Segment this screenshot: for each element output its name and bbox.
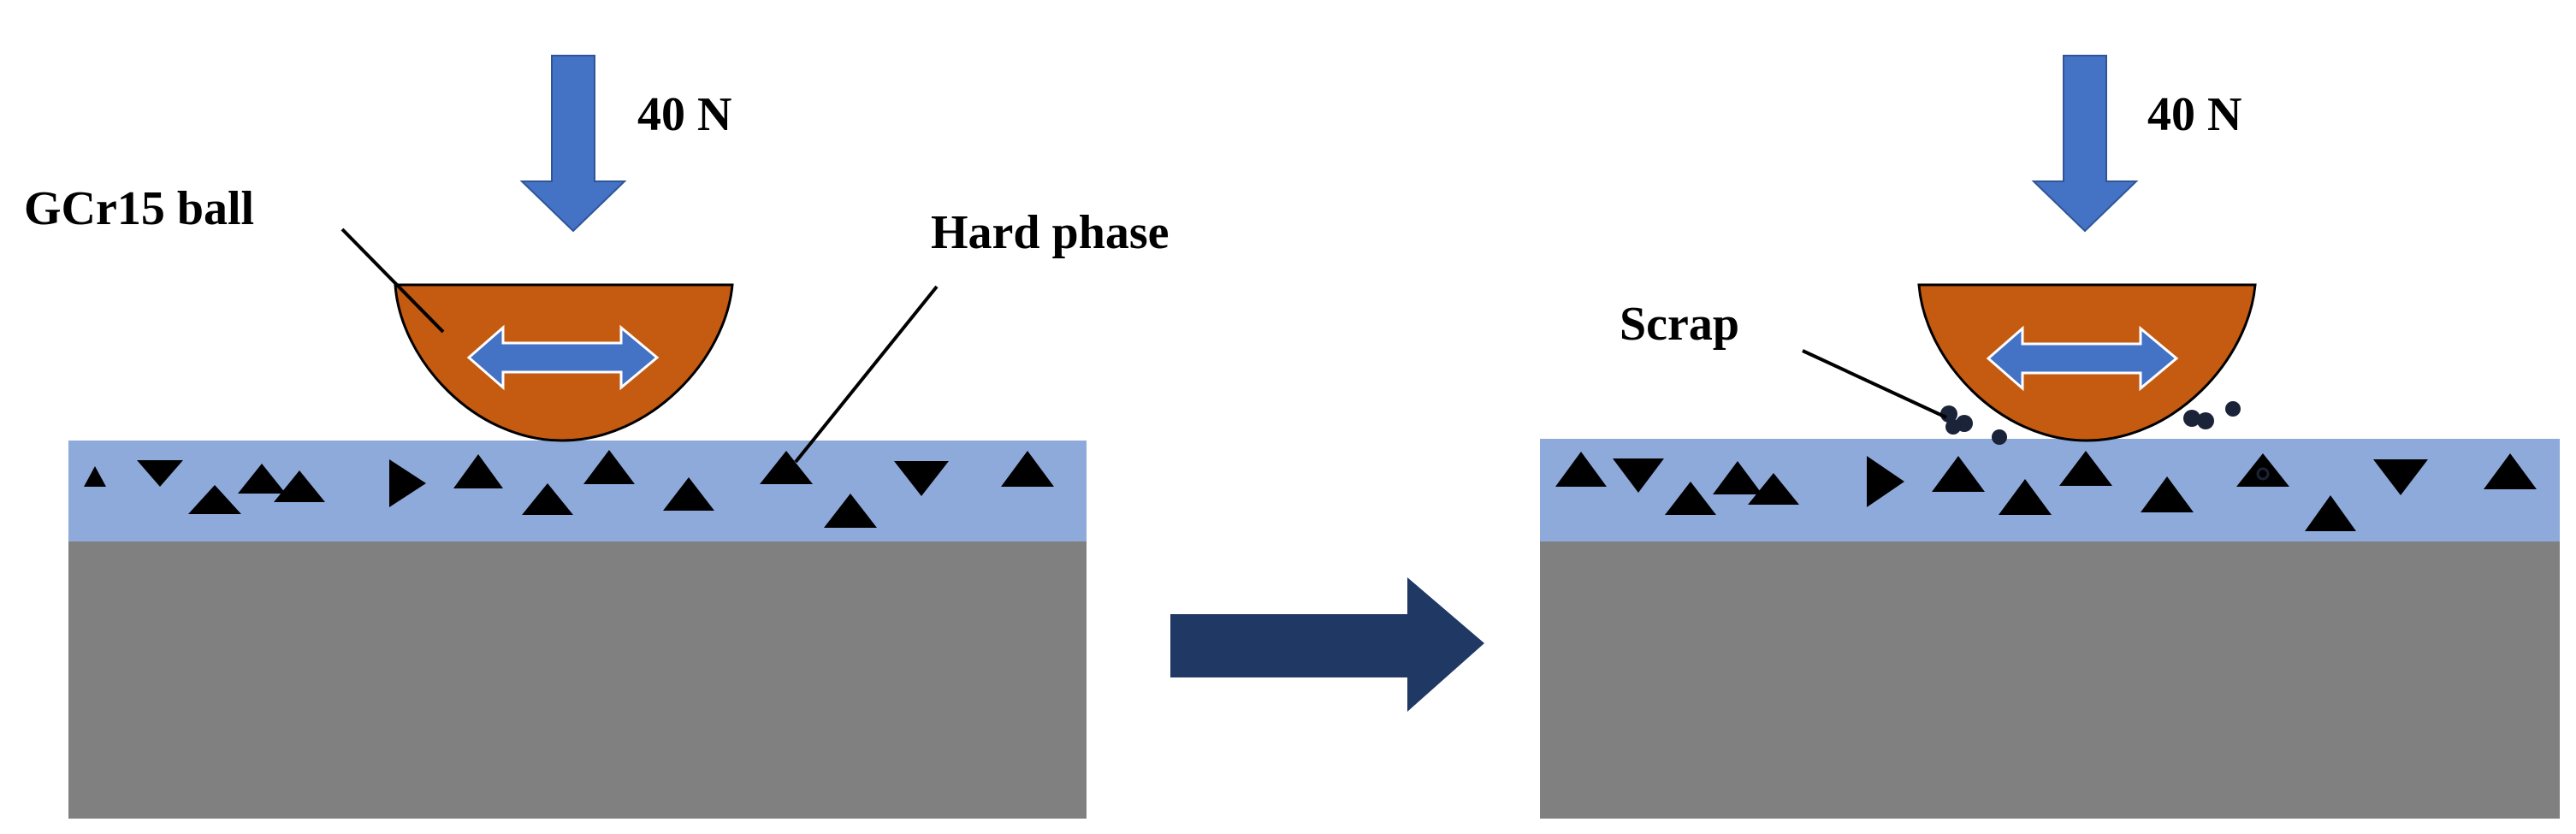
triangle-icon — [1713, 461, 1762, 494]
right-coating — [1540, 439, 2560, 541]
debris-particle — [2183, 410, 2200, 427]
double-arrow-icon — [1986, 325, 2179, 392]
right-panel: 40 N Scrap — [1540, 55, 2560, 819]
triangle-icon — [894, 461, 949, 496]
triangle-icon — [188, 485, 241, 514]
arrow-right-icon — [1170, 577, 1484, 712]
triangle-icon — [1748, 473, 1799, 505]
triangle-icon — [1999, 479, 2052, 515]
debris-particle — [2225, 401, 2241, 417]
triangle-icon — [2373, 459, 2428, 495]
triangle-icon — [2141, 476, 2194, 512]
debris-particle — [1945, 419, 1961, 435]
triangle-icon — [1555, 452, 1607, 487]
triangle-icon — [760, 451, 813, 484]
left-coating — [68, 441, 1087, 541]
scrap-leader-line — [1802, 349, 1947, 419]
triangle-icon — [1001, 451, 1054, 487]
triangle-icon — [84, 466, 106, 487]
triangle-icon — [274, 470, 325, 502]
triangle-icon — [824, 494, 877, 528]
right-substrate — [1540, 541, 2560, 819]
triangle-icon — [663, 477, 714, 511]
debris-particle — [2197, 412, 2214, 429]
scrap-label: Scrap — [1620, 298, 1739, 351]
right-hard-phase-particles — [1555, 451, 2537, 531]
left-force-label: 40 N — [637, 88, 731, 141]
debris-particle — [1992, 429, 2007, 445]
left-panel: 40 N GCr15 ball Hard phase — [24, 55, 1170, 819]
ball-label: GCr15 ball — [24, 182, 254, 235]
scrap-debris — [1940, 401, 2241, 445]
triangle-icon — [1867, 456, 1904, 507]
triangle-icon — [2305, 495, 2356, 531]
triangle-icon — [1932, 456, 1985, 492]
triangle-icon — [2484, 453, 2537, 489]
ball-leader-line — [341, 228, 445, 334]
arrow-down-icon — [519, 55, 627, 233]
hard-phase-leader-line — [794, 285, 939, 464]
left-hard-phase-particles — [84, 450, 1054, 528]
arrow-down-icon — [2031, 55, 2139, 233]
double-arrow-icon — [466, 324, 660, 391]
coating-pore — [2256, 467, 2270, 481]
right-force-label: 40 N — [2147, 88, 2241, 141]
triangle-icon — [583, 450, 635, 484]
triangle-icon — [453, 454, 503, 488]
triangle-icon — [238, 464, 286, 494]
left-substrate — [68, 541, 1087, 819]
triangle-icon — [2059, 451, 2112, 486]
triangle-icon — [1613, 458, 1664, 493]
hard-phase-label: Hard phase — [931, 206, 1170, 259]
triangle-icon — [389, 459, 426, 507]
triangle-icon — [522, 483, 573, 515]
triangle-icon — [1665, 482, 1716, 515]
triangle-icon — [137, 460, 183, 487]
